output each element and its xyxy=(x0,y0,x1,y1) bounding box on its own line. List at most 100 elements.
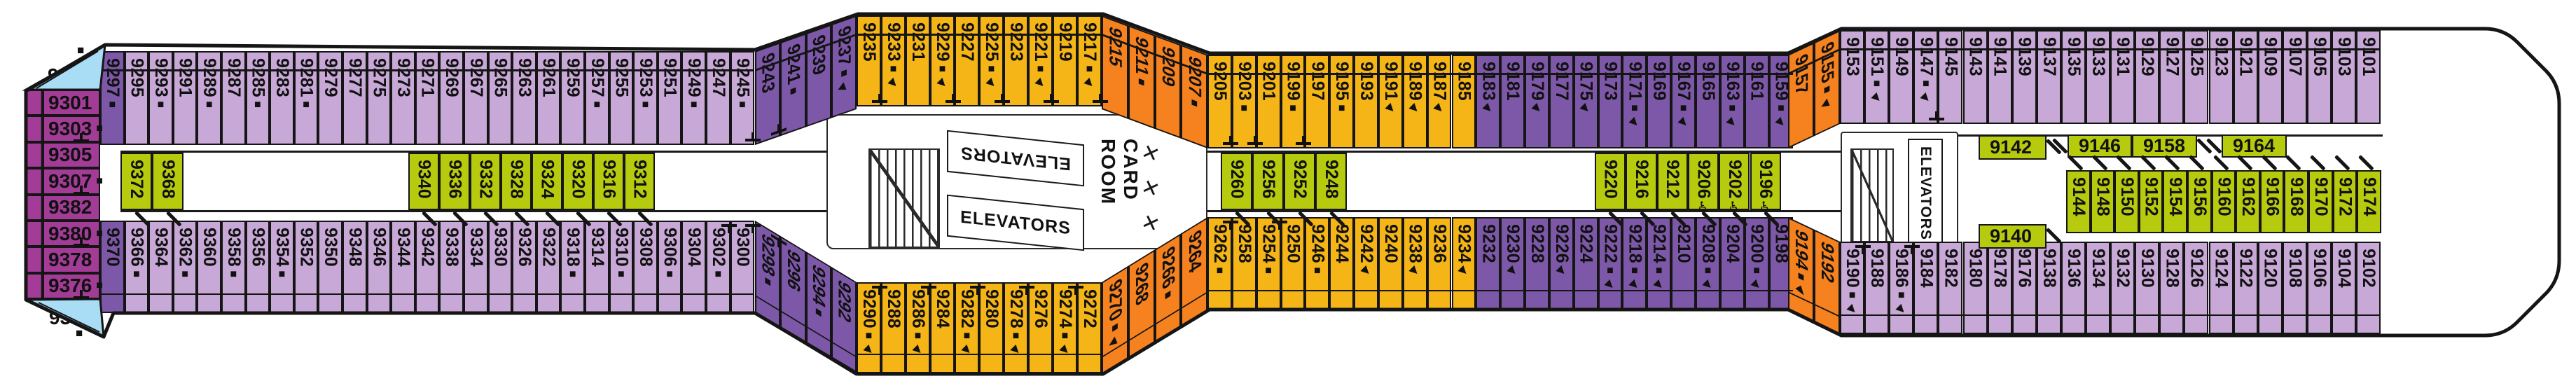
square-icon: ■ xyxy=(1873,77,1881,90)
cabin-number: 9320 xyxy=(568,160,588,199)
cabin-9204: 9204 xyxy=(1719,217,1745,310)
triangle-icon: ▶ xyxy=(1676,115,1691,130)
cabin-9252: 9252 xyxy=(1284,153,1315,226)
cabin-number: 9253 xyxy=(635,58,656,97)
cabin-9101: 9101 xyxy=(2356,30,2381,124)
tee-divider-icon xyxy=(1222,221,1238,230)
cabin-number: 9148 xyxy=(2093,177,2113,216)
cabin-9186: 9186■▶ xyxy=(1889,242,1920,334)
cabin-number: 9237 xyxy=(834,23,854,69)
cabin-9378: 9378 xyxy=(25,247,100,273)
cabin-number: 9105 xyxy=(2309,37,2329,76)
cabin-number: 9182 xyxy=(1941,249,1961,288)
square-icon: ■ xyxy=(1289,102,1296,114)
cabin-number: 9278 xyxy=(1006,289,1026,328)
cabin-9129: 9129 xyxy=(2135,30,2160,124)
cabin-9360: 9360 xyxy=(197,221,221,313)
cabin-number: 9332 xyxy=(476,160,496,199)
cabin-number: 9352 xyxy=(296,228,317,267)
cabin-number: 9225 xyxy=(982,22,1002,62)
cabin-number: 9191 xyxy=(1380,62,1401,101)
cabin-number: 9277 xyxy=(345,58,365,97)
square-icon: ■ xyxy=(1704,264,1712,277)
cabin-9224: 9224 xyxy=(1573,217,1598,310)
tee-divider-icon xyxy=(1247,136,1263,145)
cabin-9230: 9230▶ xyxy=(1500,217,1525,310)
cabin-9286: 9286■▶ xyxy=(906,282,936,373)
cabin-9168: 9168 xyxy=(2284,155,2308,233)
cabin-9131: 9131 xyxy=(2110,30,2135,124)
cabin-number: 9324 xyxy=(537,160,558,199)
cabin-9133: 9133 xyxy=(2086,30,2111,124)
square-icon: ■ xyxy=(1897,289,1905,301)
square-icon: ■ xyxy=(593,98,601,111)
cabin-number: 9281 xyxy=(296,58,317,97)
cabin-9279: 9279 xyxy=(318,51,342,145)
triangle-icon: ▶ xyxy=(1082,76,1097,90)
square-icon: ■ xyxy=(96,227,103,240)
cabin-number: 9312 xyxy=(630,160,650,199)
cabin-number: 9382 xyxy=(48,196,92,219)
cabin-number: 9128 xyxy=(2162,249,2182,288)
cabin-number: 9232 xyxy=(1479,224,1499,263)
cabin-9202: 9202♿ xyxy=(1719,153,1750,226)
cabin-number: 9306 xyxy=(660,228,680,267)
cabin-number: 9364 xyxy=(151,228,171,267)
cabin-9318: 9318■ xyxy=(560,221,585,313)
cabin-number: 9211 xyxy=(1132,33,1152,79)
cabin-9338: 9338 xyxy=(439,221,464,313)
cabin-9188: 9188 xyxy=(1864,242,1890,334)
balcony-divider-line xyxy=(857,34,1102,36)
square-icon: ■ xyxy=(1037,62,1044,75)
cabin-9237: 9237■▶ xyxy=(831,15,857,118)
triangle-icon: ▶ xyxy=(1579,101,1593,116)
cabin-number: 9258 xyxy=(1234,224,1254,263)
balcony-divider-line xyxy=(1207,73,1794,75)
cabin-number: 9310 xyxy=(611,228,632,267)
square-icon: ■ xyxy=(1797,269,1805,284)
tee-divider-icon xyxy=(1019,286,1034,295)
square-icon: ■ xyxy=(1137,75,1145,90)
cabin-number: 9340 xyxy=(414,160,434,199)
cabin-number: 9153 xyxy=(1843,37,1863,76)
tee-divider-icon xyxy=(745,132,761,141)
cabin-9207: 9207■ xyxy=(1181,44,1208,148)
cabin-9310: 9310■ xyxy=(609,221,634,313)
cabin-number: 9172 xyxy=(2335,177,2355,216)
cabin-9235: 9235 xyxy=(857,15,887,106)
square-icon: ■ xyxy=(1631,264,1638,277)
cabin-9306: 9306■ xyxy=(657,221,682,313)
cabin-number: 9296 xyxy=(783,244,803,296)
cabin-number: 9168 xyxy=(2287,177,2307,216)
cabin-9106: 9106 xyxy=(2306,242,2332,334)
square-icon: ■ xyxy=(939,62,946,75)
cabin-number: 9287 xyxy=(223,58,244,97)
square-icon: ■ xyxy=(1753,264,1760,277)
triangle-icon: ▶ xyxy=(1432,101,1447,116)
cabin-number: 9216 xyxy=(1631,160,1651,199)
cabin-9128: 9128 xyxy=(2159,242,2184,334)
cabin-9187: 9187▶ xyxy=(1427,55,1452,148)
cabin-9205: 9205 xyxy=(1207,55,1238,148)
cabin-9154: 9154 xyxy=(2163,155,2187,233)
cabin-number: 9183 xyxy=(1479,62,1499,101)
tee-divider-icon xyxy=(1929,111,1945,120)
balcony-divider-line xyxy=(1840,314,2381,316)
cabin-number: 9163 xyxy=(1722,62,1743,101)
cabin-9324: 9324 xyxy=(532,153,562,226)
cabin-number: 9137 xyxy=(2039,37,2059,76)
cabin-number: 9328 xyxy=(506,160,527,199)
cabin-9271: 9271 xyxy=(415,51,440,145)
cabin-9302: 9302■ xyxy=(706,221,737,313)
cabin-number: 9143 xyxy=(1965,37,1986,76)
square-icon: ■ xyxy=(1313,264,1321,277)
cabin-number: 9132 xyxy=(2113,249,2133,288)
